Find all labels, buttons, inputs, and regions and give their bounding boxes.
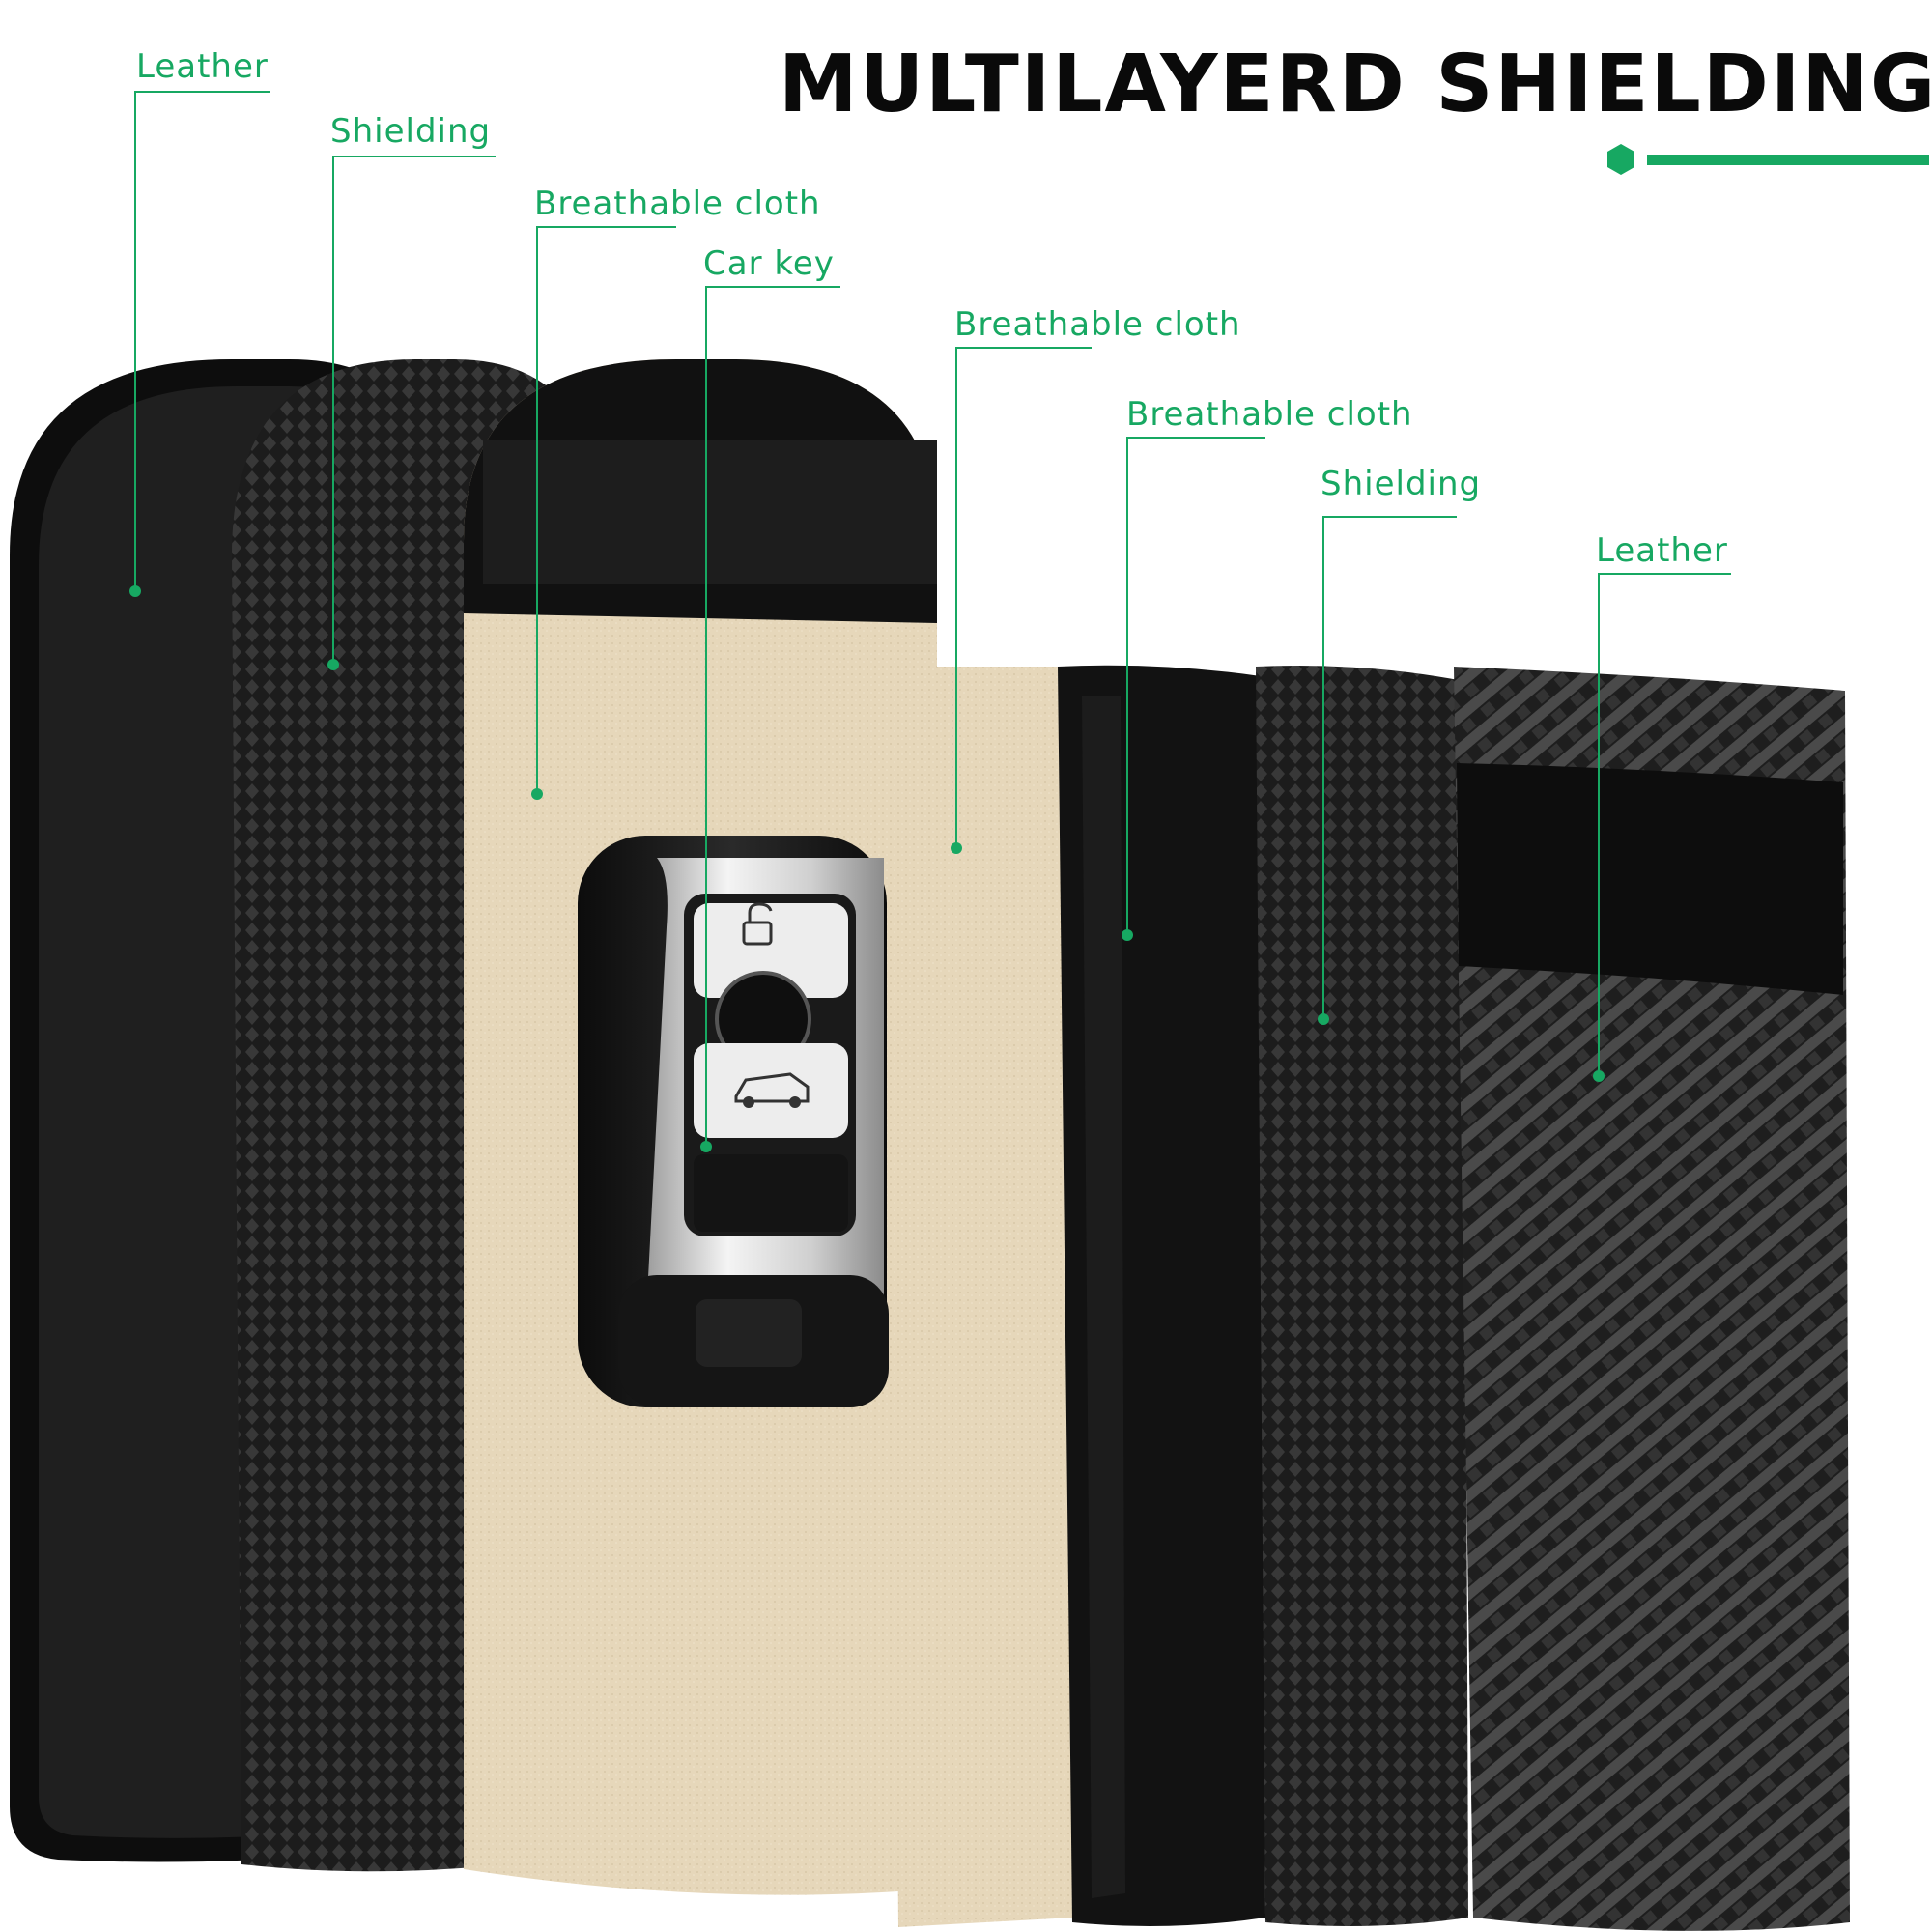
page-title: MULTILAYERD SHIELDING [779, 39, 1932, 130]
callout-dot-cloth-dark [1122, 929, 1133, 941]
callout-label-leather-carbon: Leather [1596, 531, 1728, 570]
callout-label-leather-back: Leather [136, 47, 269, 86]
callout-label-shielding-front: Shielding [1321, 465, 1482, 503]
callout-line-cloth-flat-1 [955, 347, 1092, 848]
layer-cloth-flat-1 [889, 667, 1072, 1927]
velcro-strip [483, 440, 937, 584]
layer-cloth-dark-sheen [1082, 696, 1125, 1898]
callout-dot-cloth-flat-1 [951, 842, 962, 854]
hexagon-icon [1607, 144, 1634, 175]
callout-label-car-key: Car key [703, 244, 835, 283]
callout-line-shielding-front [1322, 516, 1457, 1019]
layer-carbon-velcro [1457, 763, 1843, 995]
callout-dot-leather-carbon [1593, 1070, 1605, 1082]
callout-line-leather-carbon [1598, 573, 1731, 1076]
callout-line-shielding-back [332, 156, 496, 665]
car-key [578, 836, 889, 1407]
callout-label-cloth-flat-1: Breathable cloth [954, 305, 1241, 344]
layer-shielding-front [1256, 666, 1468, 1926]
callout-dot-cloth-inner [531, 788, 543, 800]
callout-label-cloth-inner: Breathable cloth [534, 185, 821, 223]
car-trunk-icon [734, 1072, 810, 1108]
title-underline [1647, 155, 1929, 165]
callout-dot-shielding-front [1318, 1013, 1329, 1025]
callout-lines [134, 91, 1731, 1147]
callout-dot-leather-back [129, 585, 141, 597]
callout-label-shielding-back: Shielding [330, 112, 492, 151]
callout-label-cloth-dark: Breathable cloth [1126, 395, 1413, 434]
unlock-icon [742, 902, 773, 946]
callout-line-cloth-dark [1126, 437, 1265, 935]
callout-line-leather-back [134, 91, 270, 591]
callout-line-car-key [705, 286, 840, 1147]
callout-dots [129, 585, 1605, 1152]
callout-dot-car-key [700, 1141, 712, 1152]
callout-dot-shielding-back [327, 659, 339, 670]
callout-line-cloth-inner [536, 226, 676, 794]
